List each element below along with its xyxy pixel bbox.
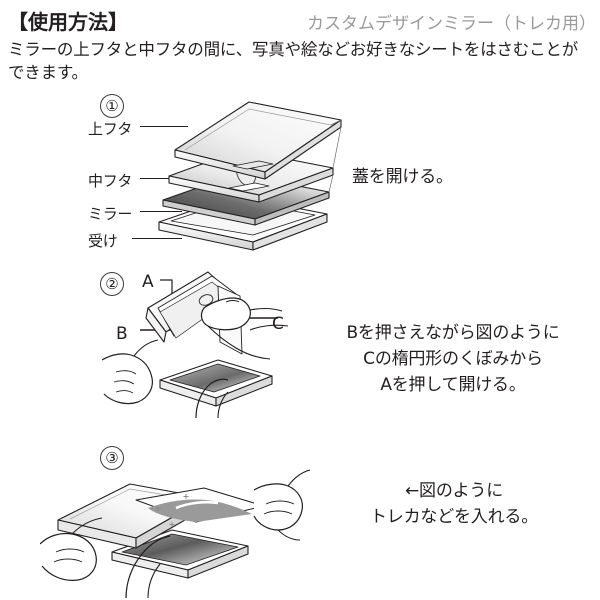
part-label-mirror: ミラー — [88, 205, 133, 223]
step-3-caption: ←図のように トレカなどを入れる。 — [370, 481, 538, 527]
step-1: ① 上フタ 中フタ ミラー 受け — [0, 88, 600, 256]
exploded-mirror-case-diagram — [145, 88, 365, 256]
page-title: 【使用方法】 — [8, 10, 128, 34]
intro-paragraph: ミラーの上フタと中フタの間に、写真や絵などお好きなシートをはさむことができます。 — [8, 40, 579, 82]
part-label-base: 受け — [88, 232, 118, 250]
step-number-2: ② — [100, 272, 124, 296]
step-3: ③ — [0, 438, 600, 598]
product-name: カスタムデザインミラー（トレカ用） — [307, 14, 596, 34]
header: 【使用方法】 カスタムデザインミラー（トレカ用） — [0, 0, 600, 36]
callout-label-a: A — [142, 272, 154, 292]
step-2-caption: Bを押さえながら図のように Cの楕円形のくぼみから Aを押して開ける。 — [346, 323, 560, 395]
opening-case-with-hands-diagram — [100, 268, 300, 420]
step-number-1: ① — [100, 94, 124, 118]
step-number-3: ③ — [100, 446, 124, 470]
callout-label-c: C — [272, 314, 284, 334]
part-label-middle-lid: 中フタ — [88, 172, 133, 190]
leader-line-middle-lid — [140, 178, 182, 179]
step-1-caption: 蓋を開ける。 — [352, 167, 453, 187]
leader-line-top-lid — [140, 126, 188, 127]
part-label-top-lid: 上フタ — [88, 120, 133, 138]
step-2: ② A B C — [0, 264, 600, 422]
inserting-card-diagram — [40, 448, 310, 598]
leader-line-mirror — [140, 211, 182, 212]
leader-line-base — [132, 238, 182, 239]
callout-label-b: B — [116, 324, 128, 344]
